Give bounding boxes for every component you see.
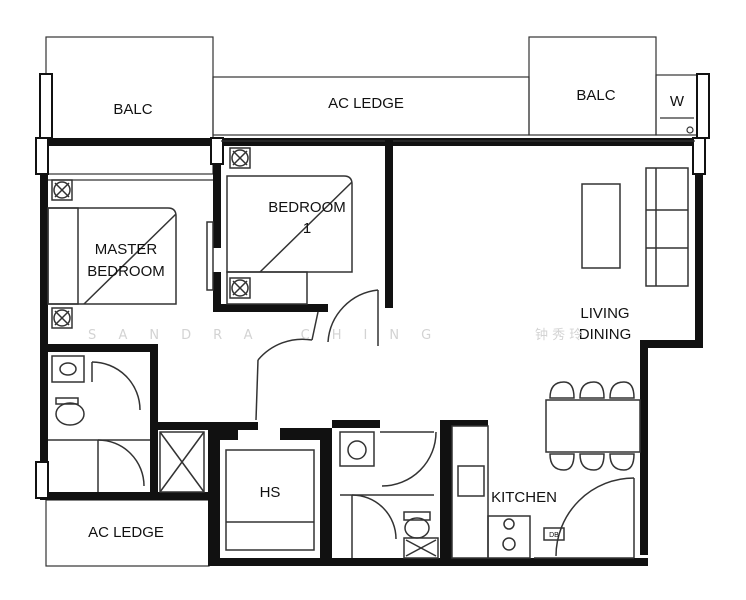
hs-label: HS bbox=[260, 484, 281, 501]
master-label-line1: MASTER bbox=[95, 241, 158, 258]
bedroom1-bed bbox=[226, 147, 353, 305]
watermark-cjk: 钟 秀 玲 bbox=[535, 327, 582, 343]
master-label-line2: BEDROOM bbox=[87, 263, 165, 280]
dining-label: DINING bbox=[579, 326, 632, 343]
kitchen bbox=[451, 425, 635, 559]
shower bbox=[159, 431, 205, 493]
balcony-right-outline bbox=[528, 36, 657, 136]
watermark-text: SANDRA CHING bbox=[88, 328, 453, 343]
dining-set bbox=[545, 381, 641, 471]
w-label: W bbox=[670, 93, 685, 110]
ac-ledge-top-label: AC LEDGE bbox=[328, 95, 404, 112]
bedroom1-label-line1: BEDROOM bbox=[268, 199, 346, 216]
balc-left-label: BALC bbox=[113, 101, 152, 118]
living-furniture bbox=[581, 167, 689, 287]
column-markers bbox=[35, 73, 710, 499]
kitchen-label: KITCHEN bbox=[491, 489, 557, 506]
master-door bbox=[255, 311, 319, 421]
walls bbox=[40, 138, 703, 566]
bedroom1-label-line2: 1 bbox=[303, 220, 311, 237]
ac-ledge-bottom-label: AC LEDGE bbox=[88, 524, 164, 541]
common-bathroom bbox=[339, 431, 439, 559]
db-label: DB bbox=[549, 532, 559, 539]
w-fixture bbox=[660, 117, 694, 134]
balc-right-label: BALC bbox=[576, 87, 615, 104]
master-closet bbox=[206, 221, 214, 291]
master-bathroom bbox=[48, 355, 150, 492]
living-label: LIVING bbox=[580, 305, 629, 322]
master-bed bbox=[47, 179, 177, 329]
bedroom1-door bbox=[327, 289, 379, 346]
hs-room bbox=[225, 449, 315, 551]
